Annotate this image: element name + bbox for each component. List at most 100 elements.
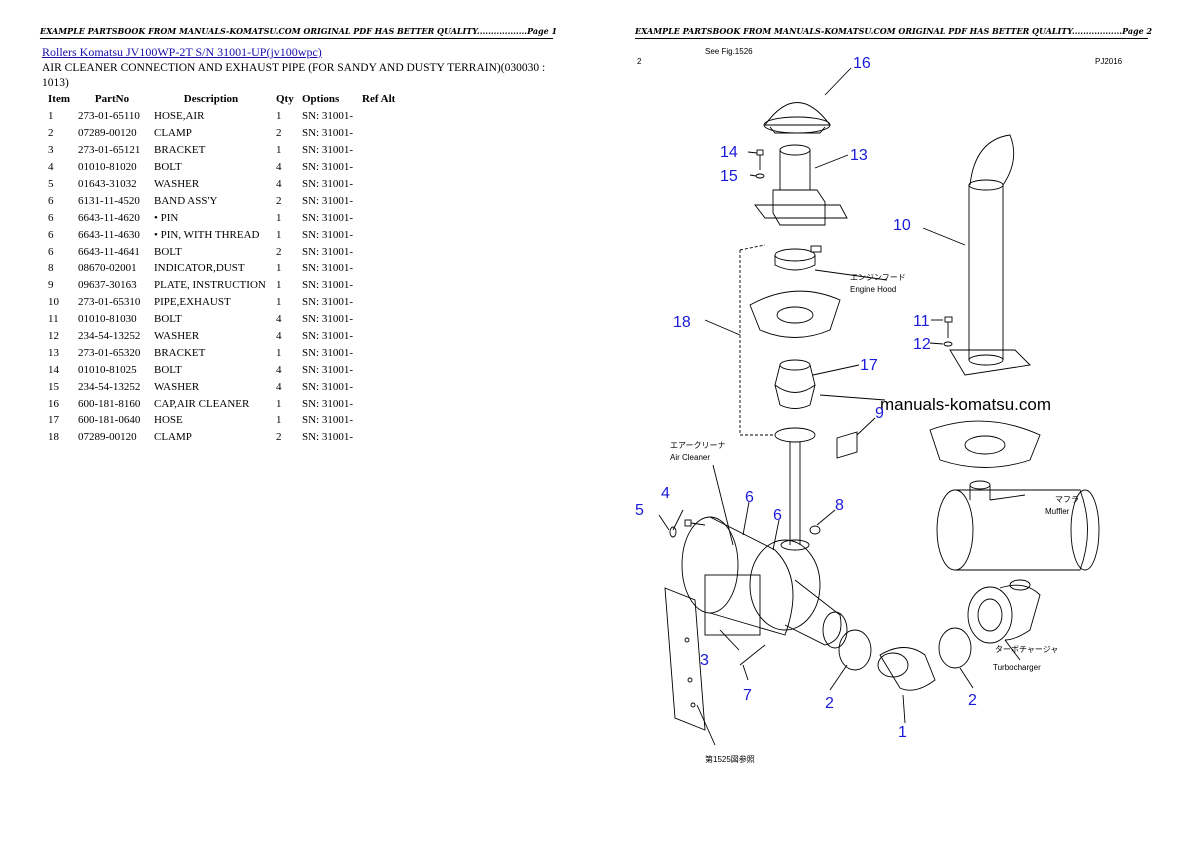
- item-cell: 17: [48, 414, 59, 427]
- partno-cell: 01010-81020: [78, 161, 137, 174]
- options-cell: SN: 31001-: [302, 161, 354, 174]
- ref-alt-cell: [358, 378, 406, 395]
- callout-3: 3: [700, 652, 709, 669]
- clamp-18-drawing: [739, 244, 822, 436]
- options-cell: SN: 31001-: [302, 262, 354, 275]
- machine-title-link[interactable]: Rollers Komatsu JV100WP-2T S/N 31001-UP(…: [42, 45, 322, 59]
- item-cell: 8: [48, 262, 54, 275]
- qty-cell: 1: [276, 279, 282, 292]
- description-cell: BOLT: [154, 363, 182, 376]
- options-cell: SN: 31001-: [302, 211, 354, 224]
- callout-2-left: 2: [825, 695, 834, 712]
- options-cell: SN: 31001-: [302, 127, 354, 140]
- item-cell: 6: [48, 245, 54, 258]
- diagram-code: PJ2016: [1095, 57, 1123, 66]
- qty-cell: 1: [276, 296, 282, 309]
- callout-16: 16: [853, 55, 871, 72]
- bracket-13-drawing: [754, 144, 848, 226]
- partsbook-page-2: EXAMPLE PARTSBOOK FROM MANUALS-KOMATSU.C…: [595, 0, 1190, 842]
- ref-alt-cell: [358, 226, 406, 243]
- options-cell: SN: 31001-: [302, 313, 354, 326]
- callout-6-lower: 6: [773, 507, 782, 524]
- table-row: 14 01010-81025 BOLT 4 SN: 31001-: [44, 361, 406, 378]
- options-cell: SN: 31001-: [302, 194, 354, 207]
- partno-cell: 234-54-13252: [78, 330, 141, 343]
- item-cell: 5: [48, 178, 54, 190]
- description-cell: BRACKET: [154, 346, 206, 359]
- options-cell: SN: 31001-: [302, 228, 354, 241]
- options-cell: SN: 31001-: [302, 363, 354, 376]
- ref-alt-cell: [358, 328, 406, 345]
- callout-4: 4: [661, 485, 670, 502]
- ref-alt-cell: [358, 125, 406, 142]
- item-cell: 13: [48, 346, 59, 359]
- callout-17: 17: [860, 357, 878, 374]
- options-cell: SN: 31001-: [302, 110, 354, 123]
- ref-alt-cell: [358, 260, 406, 277]
- callout-2-right: 2: [968, 692, 977, 709]
- qty-cell: 1: [276, 110, 282, 123]
- item-cell: 4: [48, 161, 54, 174]
- partno-cell: 08670-02001: [78, 262, 137, 275]
- column-header-ref-alt: Ref Alt: [362, 92, 396, 105]
- qty-cell: 2: [276, 245, 282, 258]
- partno-cell: 6643-11-4641: [78, 245, 140, 258]
- description-cell: INDICATOR,DUST: [154, 262, 245, 275]
- options-cell: SN: 31001-: [302, 330, 354, 343]
- column-header-item: Item: [48, 92, 70, 105]
- partno-cell: 234-54-13252: [78, 380, 141, 393]
- callout-5: 5: [635, 502, 644, 519]
- callout-14: 14: [720, 144, 738, 161]
- options-cell: SN: 31001-: [302, 397, 354, 410]
- description-cell: WASHER: [154, 330, 200, 343]
- ref-alt-cell: [358, 277, 406, 294]
- column-header-options: Options: [302, 92, 340, 105]
- description-cell: BOLT: [154, 161, 182, 174]
- options-cell: SN: 31001-: [302, 144, 354, 157]
- parts-table: Item PartNo Description Qty Options Ref …: [44, 91, 406, 446]
- partno-cell: 273-01-65310: [78, 296, 141, 309]
- description-cell: WASHER: [154, 178, 200, 190]
- partno-cell: 600-181-0640: [78, 414, 141, 427]
- ref-alt-cell: [358, 176, 406, 193]
- item-cell: 15: [48, 380, 59, 393]
- ref-alt-cell: [358, 159, 406, 176]
- item-cell: 6: [48, 228, 54, 241]
- description-cell: CLAMP: [154, 431, 192, 444]
- bottom-fig-ref: 第1525図参照: [705, 754, 755, 764]
- partno-cell: 01010-81030: [78, 313, 137, 326]
- callout-9: 9: [875, 405, 884, 422]
- callout-13: 13: [850, 147, 868, 164]
- qty-cell: 1: [276, 262, 282, 275]
- callout-8: 8: [835, 497, 844, 514]
- ref-alt-cell: [358, 192, 406, 209]
- item-cell: 6: [48, 194, 54, 207]
- qty-cell: 1: [276, 144, 282, 157]
- description-cell: BOLT: [154, 313, 182, 326]
- ref-alt-cell: [358, 294, 406, 311]
- ref-alt-cell: [358, 429, 406, 446]
- column-header-description: Description: [183, 92, 239, 105]
- turbocharger-label: Turbocharger: [993, 663, 1041, 672]
- ref-alt-cell: [358, 142, 406, 159]
- partno-cell: 01010-81025: [78, 363, 137, 376]
- engine-hood-jp-label: エンジンフード: [850, 273, 906, 282]
- muffler-label: Muffler: [1045, 507, 1070, 516]
- item-cell: 16: [48, 397, 59, 410]
- ref-alt-cell: [358, 361, 406, 378]
- engine-hood-gasket-right-drawing: [929, 420, 1041, 468]
- callout-11: 11: [913, 313, 930, 330]
- options-cell: SN: 31001-: [302, 431, 354, 444]
- item-cell: 14: [48, 363, 59, 376]
- qty-cell: 4: [276, 363, 282, 376]
- partno-cell: 6131-11-4520: [78, 194, 140, 207]
- callout-12: 12: [913, 336, 931, 353]
